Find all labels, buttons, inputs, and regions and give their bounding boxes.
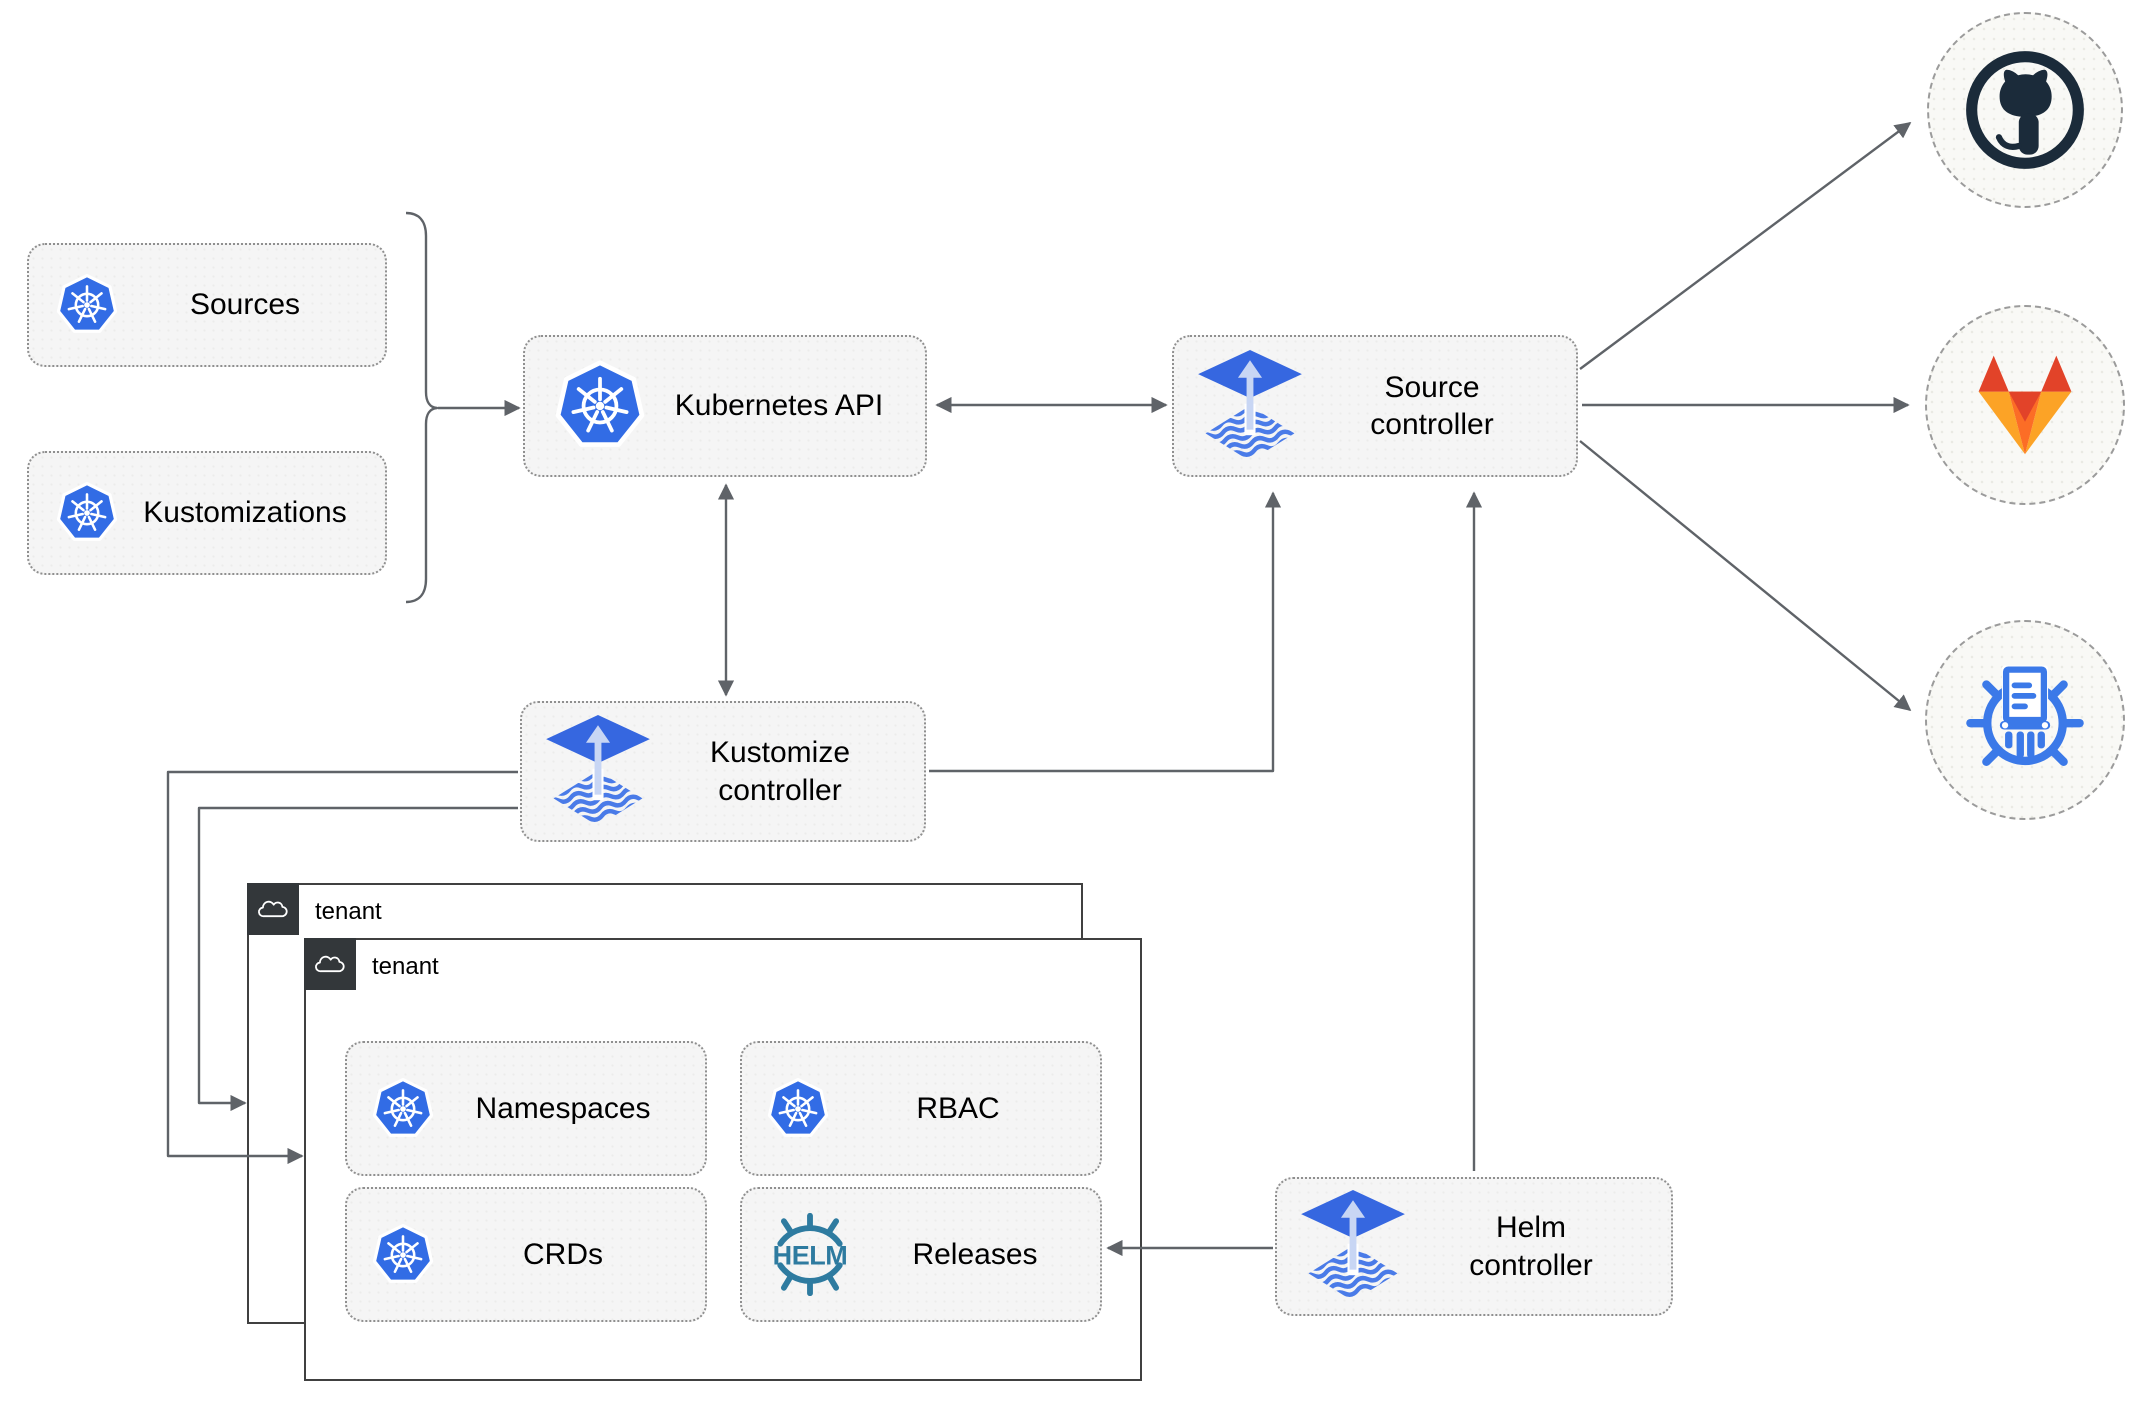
cloud-icon [257, 900, 288, 917]
external-helm-repository-circle [1925, 620, 2125, 820]
flux-icon [1301, 1190, 1405, 1303]
connector-source-controller-to-github [1579, 122, 1912, 370]
node-rbac: RBAC [740, 1041, 1102, 1176]
kubernetes-icon [767, 1077, 829, 1137]
node-namespaces: Namespaces [345, 1041, 707, 1176]
node-crds: CRDs [345, 1187, 707, 1322]
external-github-circle [1927, 12, 2123, 208]
node-source-controller-label: Source controller [1370, 370, 1494, 442]
node-sources: Sources [27, 243, 387, 367]
node-source-controller: Source controller [1172, 335, 1578, 477]
kubernetes-icon [56, 481, 118, 541]
external-gitlab-circle [1925, 305, 2125, 505]
node-namespaces-label: Namespaces [475, 1091, 651, 1125]
tenant-inner-tab [303, 937, 356, 990]
node-kustomizations-label: Kustomizations [143, 496, 347, 530]
tenant-outer-tab [246, 882, 299, 935]
github-icon [1963, 48, 2087, 172]
gitlab-icon [1978, 355, 2072, 454]
node-crds-label: CRDs [523, 1237, 603, 1271]
connector-kustomize-to-source-controller [929, 491, 1282, 773]
helm-logo-text: HELM [773, 1240, 848, 1270]
helm-repository-icon [1962, 656, 2088, 784]
helm-icon: HELM [773, 1213, 848, 1296]
node-kubernetes-api: Kubernetes API [523, 335, 927, 477]
node-kubernetes-api-label: Kubernetes API [674, 389, 884, 423]
kubernetes-icon [56, 273, 118, 333]
tenant-outer-label: tenant [315, 898, 382, 925]
kubernetes-icon [372, 1223, 434, 1283]
node-helm-controller-label: Helm controller [1469, 1211, 1593, 1282]
node-releases: HELM Releases [740, 1187, 1102, 1322]
brace-sources-kustomizations [405, 211, 439, 604]
node-helm-controller: Helm controller [1275, 1177, 1673, 1316]
node-kustomize-controller: Kustomize controller [520, 701, 926, 842]
kubernetes-icon [553, 359, 647, 453]
connector-source-controller-to-helm-repository [1579, 440, 1912, 712]
flux-icon [1198, 350, 1302, 463]
node-sources-label: Sources [189, 288, 301, 322]
tenant-inner-label: tenant [372, 953, 439, 980]
node-releases-label: Releases [912, 1237, 1038, 1271]
node-rbac-label: RBAC [916, 1091, 1000, 1125]
kubernetes-icon [372, 1077, 434, 1137]
cloud-icon [314, 955, 345, 972]
node-kustomizations: Kustomizations [27, 451, 387, 575]
node-kustomize-controller-label: Kustomize controller [709, 736, 851, 807]
flux-icon [546, 715, 650, 828]
